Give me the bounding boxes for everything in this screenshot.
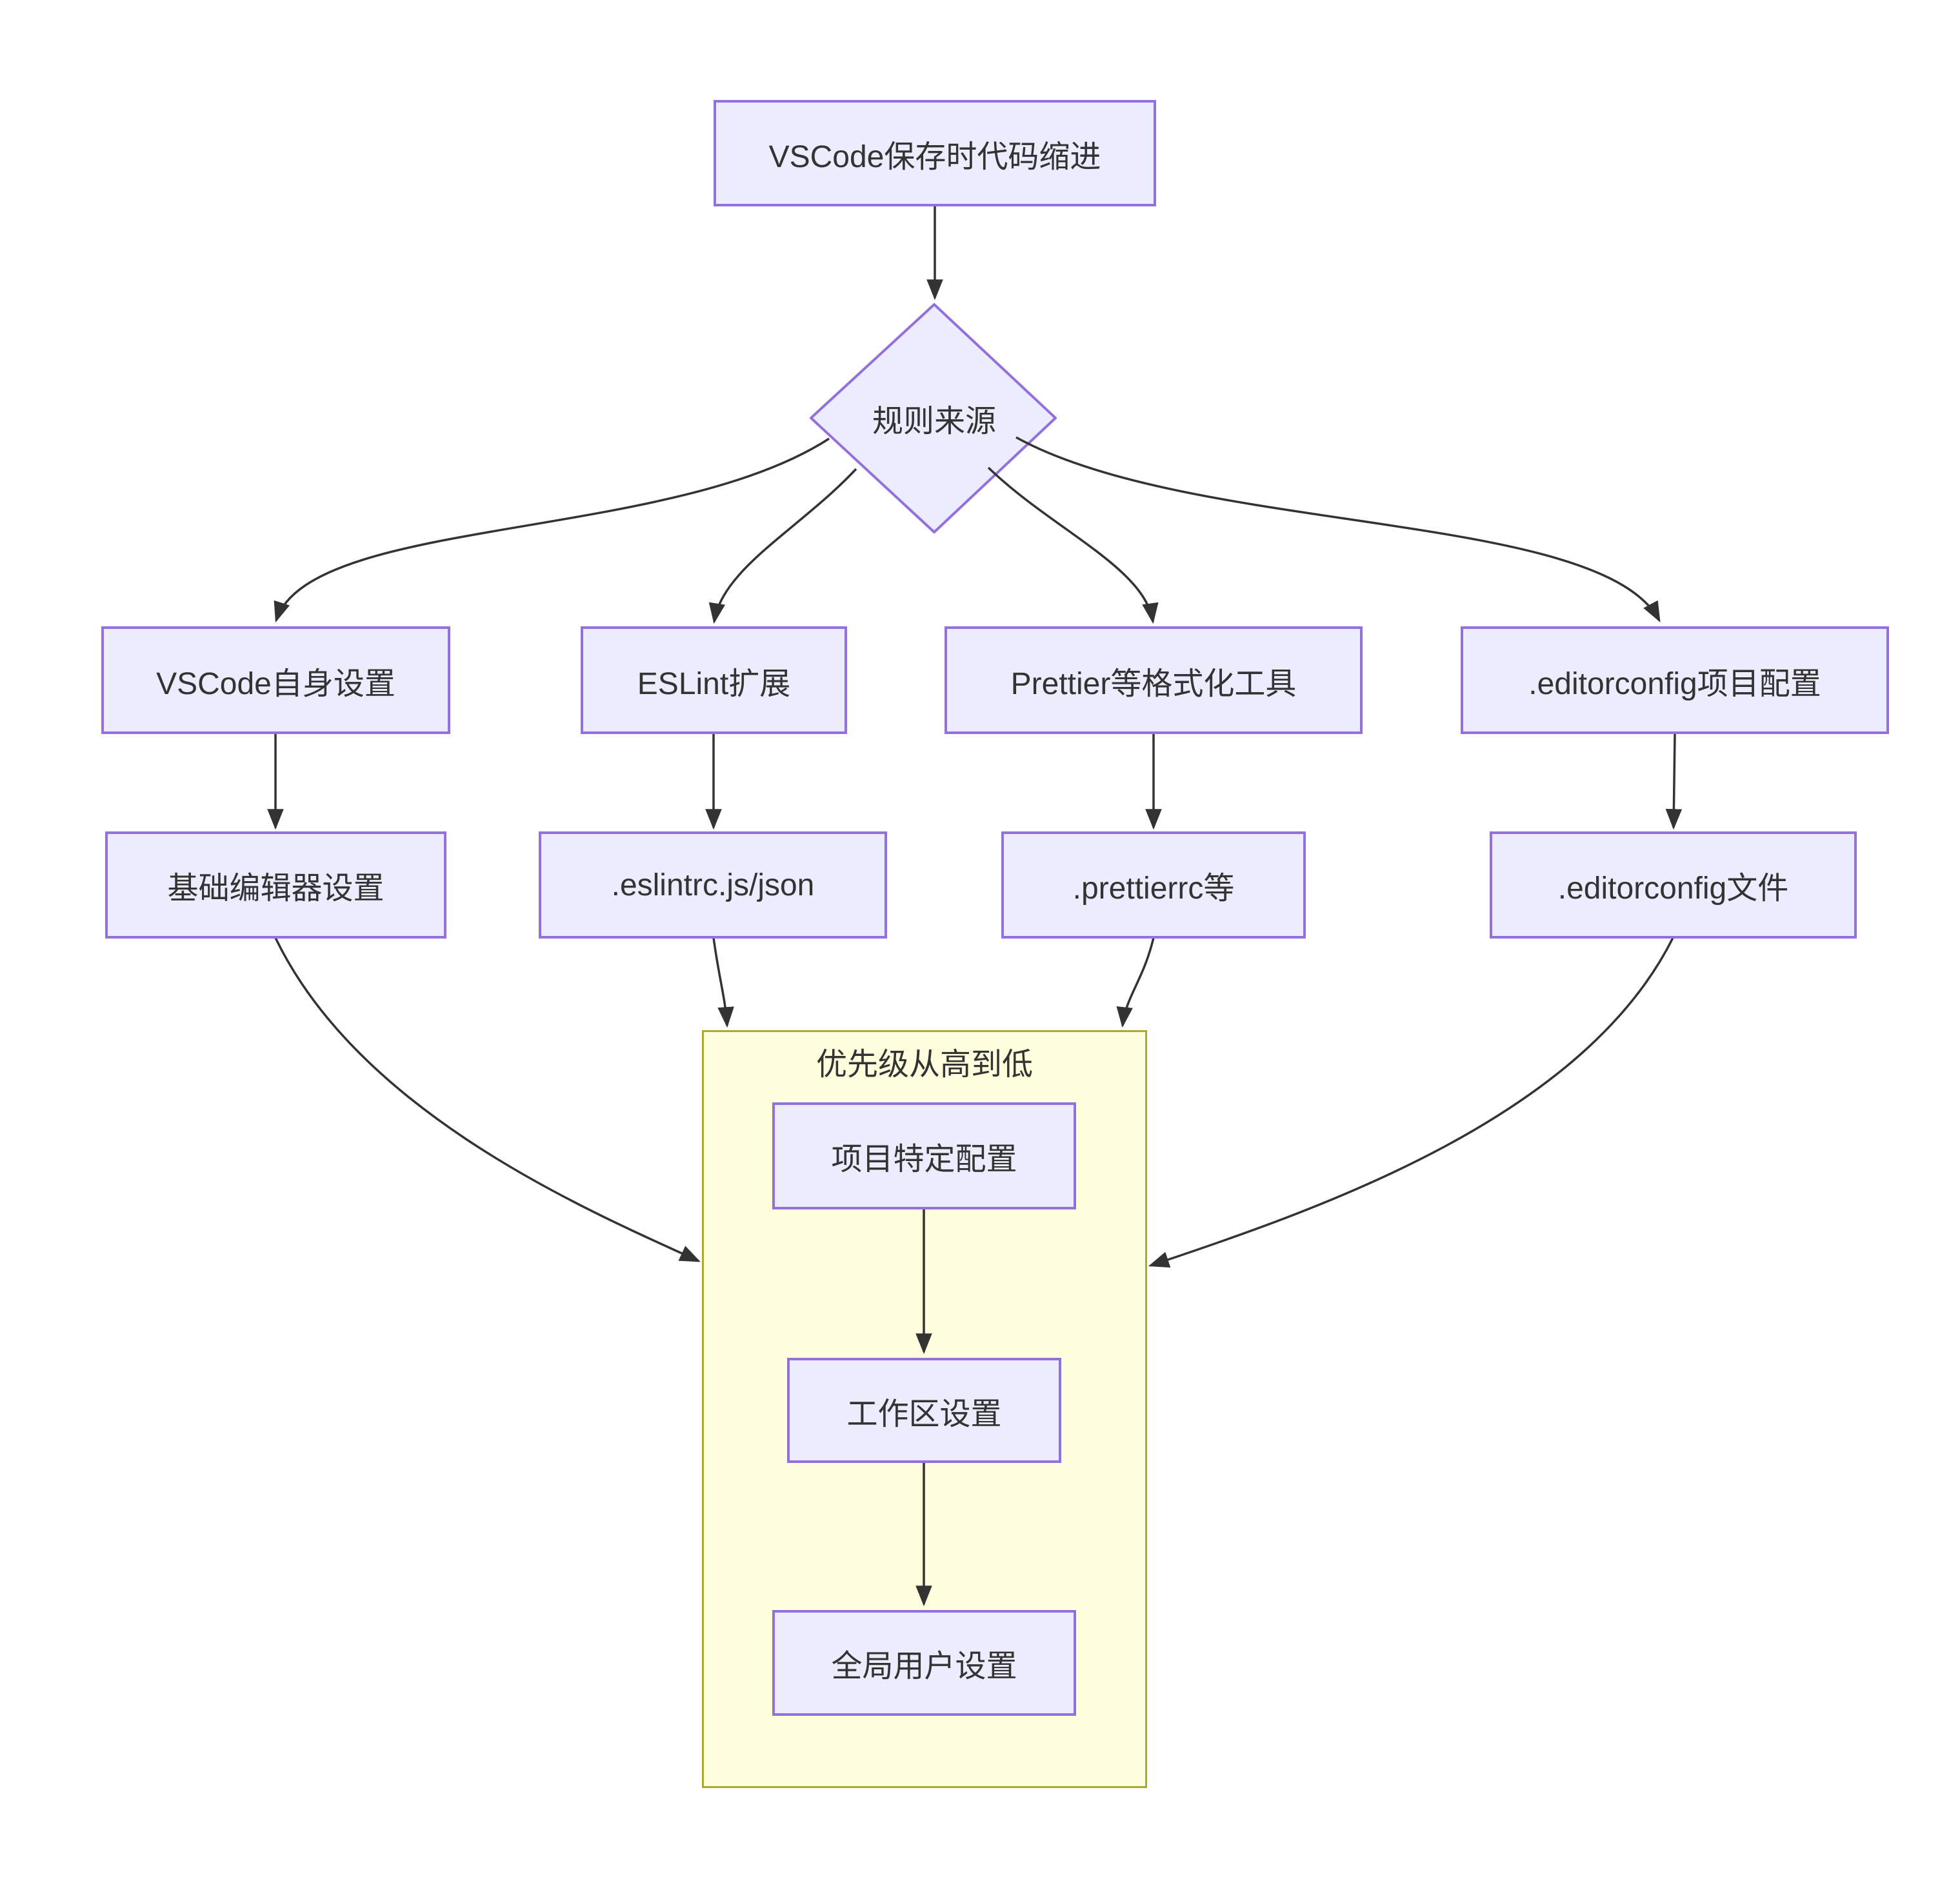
edge-decision-to-editorconfig [1015, 436, 1661, 622]
edge-editorconfigfile-to-cluster [1148, 937, 1674, 1268]
edge-prettierrc-to-cluster [1116, 937, 1155, 1028]
decision-diamond-shape [810, 303, 1057, 533]
node-detail-eslintrc: .eslintrc.js/json [539, 831, 887, 939]
node-source-editorconfig: .editorconfig项目配置 [1461, 626, 1889, 734]
edge-baseeditor-to-cluster [274, 937, 701, 1262]
node-detail-editorconfigfile: .editorconfig文件 [1490, 831, 1857, 939]
edge-editorconfig-to-detail [1665, 733, 1683, 830]
node-priority-item2: 工作区设置 [787, 1358, 1061, 1463]
node-start: VSCode保存时代码缩进 [714, 100, 1156, 206]
node-source-vscode: VSCode自身设置 [101, 626, 450, 734]
priority-cluster-title: 优先级从高到低 [815, 1048, 1033, 1082]
node-decision-label: 规则来源 [872, 404, 996, 439]
edge-decision-to-prettier [987, 466, 1159, 624]
edge-decision-to-eslint [708, 468, 857, 624]
edge-decision-to-vscode [274, 437, 830, 623]
node-priority-item1: 项目特定配置 [772, 1102, 1076, 1209]
node-priority-item3: 全局用户设置 [772, 1610, 1076, 1716]
node-detail-baseeditor: 基础编辑器设置 [105, 831, 446, 939]
edge-eslintrc-to-cluster [712, 937, 734, 1028]
node-source-prettier: Prettier等格式化工具 [945, 626, 1363, 734]
node-source-eslint: ESLint扩展 [581, 626, 847, 734]
node-detail-prettierrc: .prettierrc等 [1001, 831, 1306, 939]
